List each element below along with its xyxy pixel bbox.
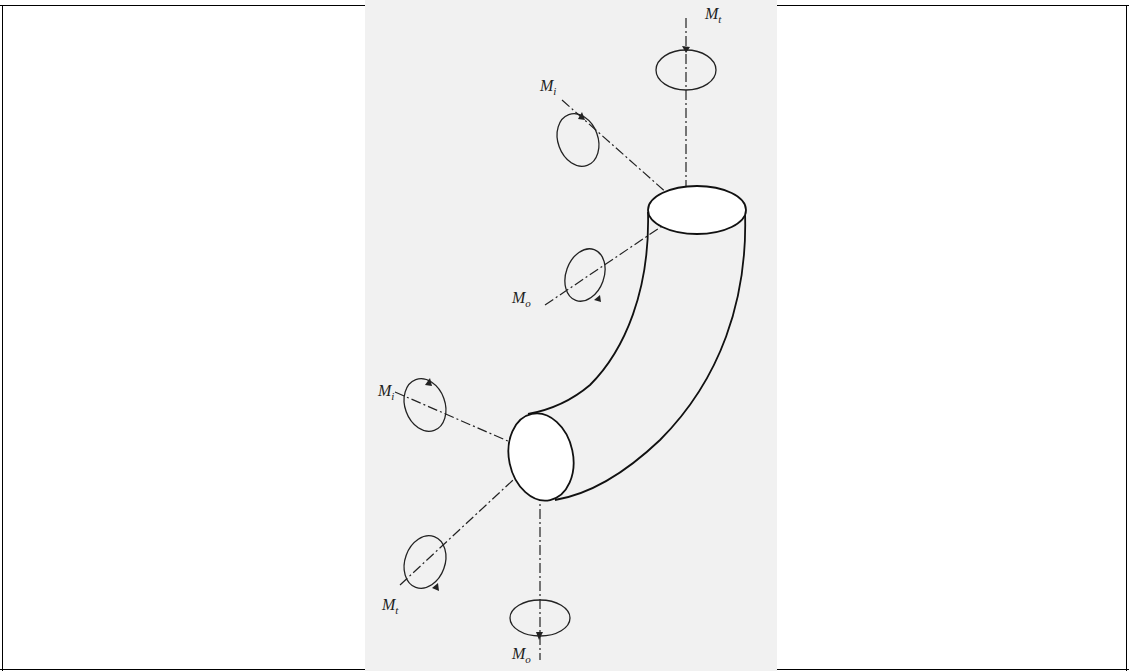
moment-label: Mt bbox=[382, 597, 398, 613]
moment-circle bbox=[656, 50, 716, 90]
figure-panel bbox=[365, 0, 777, 671]
moment-label: Mt bbox=[705, 6, 721, 22]
moment-arrowhead bbox=[425, 378, 432, 386]
moment-arrowhead bbox=[594, 295, 601, 302]
moment-circle bbox=[550, 108, 606, 172]
pipe-end-face bbox=[501, 407, 582, 506]
frame-line bbox=[1126, 5, 1127, 671]
moment-arrowhead bbox=[536, 632, 543, 640]
moment-arrowhead bbox=[578, 112, 585, 120]
moment-label: Mi bbox=[540, 78, 556, 94]
frame-line bbox=[2, 5, 3, 671]
moment-circle bbox=[558, 243, 612, 307]
moment-circle bbox=[397, 530, 453, 594]
moment-label: Mo bbox=[512, 290, 531, 306]
moment-circle bbox=[510, 600, 570, 636]
moment-arrowhead bbox=[682, 46, 690, 53]
pipe-end-face bbox=[648, 186, 746, 234]
moment-label: Mi bbox=[378, 383, 394, 399]
moment-label: Mo bbox=[512, 646, 531, 662]
elbow-outer-wall bbox=[555, 212, 745, 500]
moment-circle bbox=[397, 373, 453, 437]
moment-arrowhead bbox=[432, 583, 439, 591]
elbow-inner-wall bbox=[528, 212, 648, 414]
